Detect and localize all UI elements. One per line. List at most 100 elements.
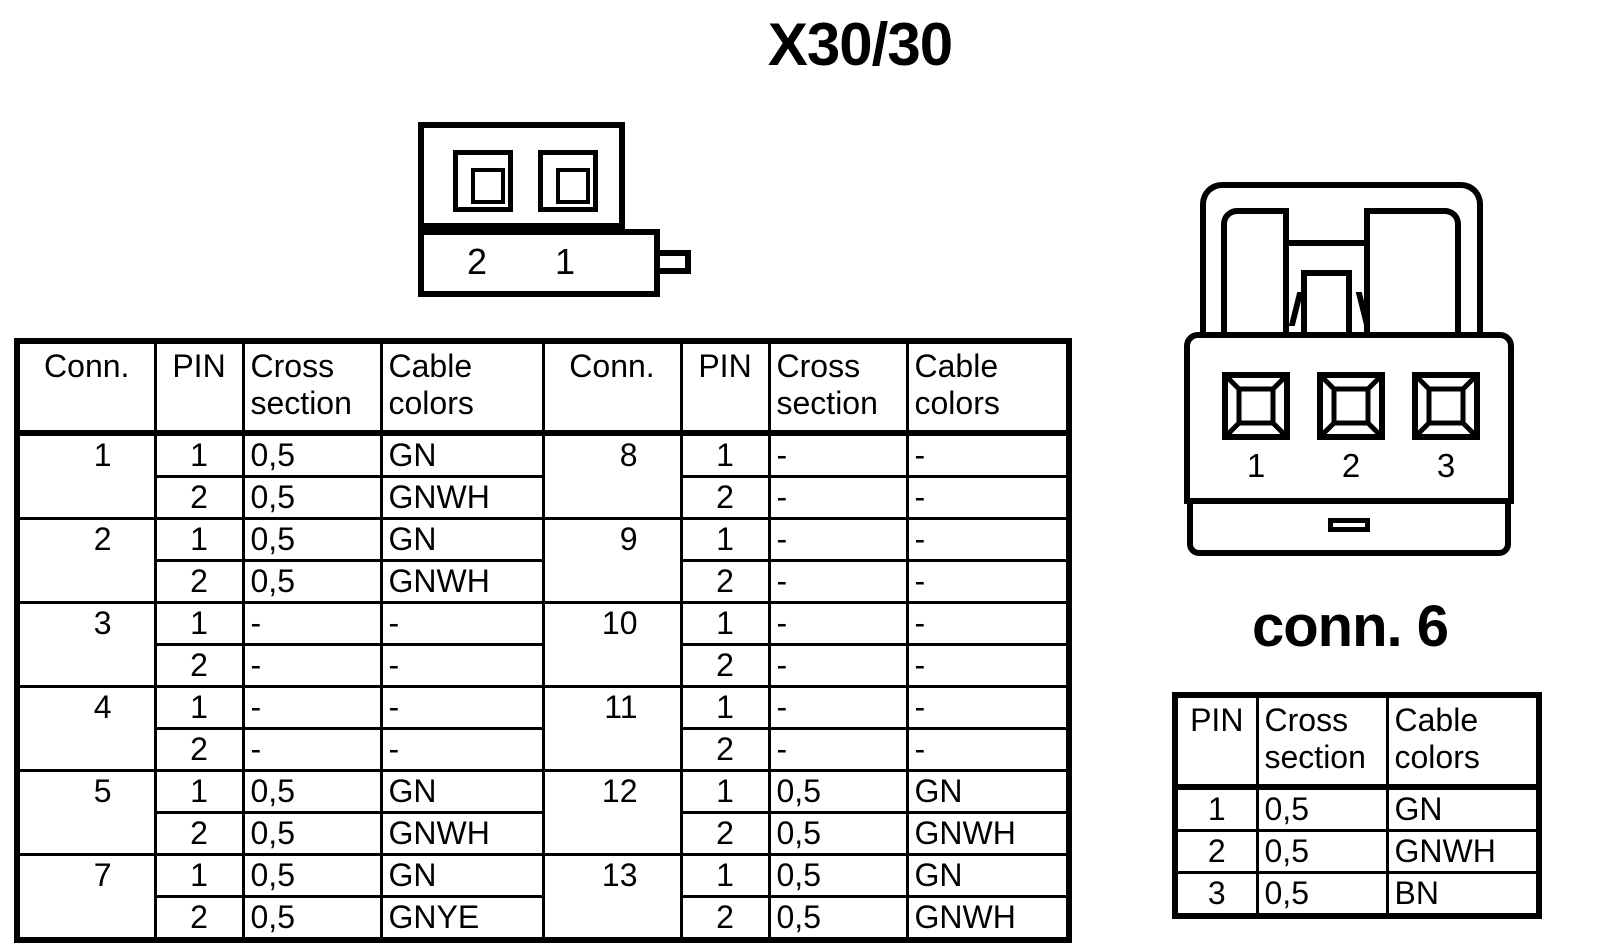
- wiring-table-header-row: Conn. PIN Cross section Cable colors Con…: [14, 338, 1072, 435]
- connector-6-table-header: PIN Cross section Cable colors: [1172, 692, 1542, 789]
- cell-cross-section: 0,5: [241, 475, 383, 520]
- cell-cross-section: 0,5: [241, 517, 383, 562]
- cell-cross-section: 0,5: [241, 895, 383, 943]
- cell-pin: 2: [679, 727, 771, 772]
- cell-cross-section: -: [767, 559, 909, 604]
- connector-2pin-upper-housing: [418, 122, 625, 229]
- cell-conn: 3: [14, 601, 157, 688]
- header-pin-left: PIN: [153, 338, 245, 435]
- cell-pin: 2: [679, 475, 771, 520]
- connector-6-table-header-row: PIN Cross section Cable colors: [1172, 692, 1542, 789]
- cell-cable-colors: GNWH: [905, 895, 1072, 943]
- cell-pin: 2: [153, 559, 245, 604]
- cell-cable-colors: -: [905, 727, 1072, 772]
- connector-3pin-diagram: 1 2 3: [1184, 182, 1514, 557]
- cell-pin: 1: [153, 517, 245, 562]
- cell-cable-colors: GN: [379, 430, 545, 478]
- connector-2pin-cavity-1-inner: [556, 168, 590, 204]
- connector-2pin-cavity-2-inner: [471, 168, 505, 204]
- cell-cross-section: -: [767, 517, 909, 562]
- connector-3pin-label-2: 2: [1341, 447, 1361, 484]
- table-row: 2--2--: [17, 643, 1072, 688]
- connector-2pin-lower-housing: [418, 229, 660, 297]
- cell-cable-colors: GN: [1385, 784, 1542, 832]
- header-cross-left: Cross section: [241, 338, 383, 435]
- cell-pin: 2: [679, 811, 771, 856]
- cell-cable-colors: BN: [1385, 871, 1542, 919]
- cell-cable-colors: GNWH: [379, 475, 545, 520]
- header-cross-right-line1: Cross: [776, 348, 861, 384]
- table-row: 2--2--: [17, 727, 1072, 772]
- connector-3pin-latch-nub: [1301, 270, 1352, 338]
- cell-cable-colors: -: [379, 643, 545, 688]
- connector-3pin-latch-bar: [1283, 240, 1370, 246]
- cell-cross-section: -: [767, 430, 909, 478]
- cell-cross-section: 0,5: [1255, 871, 1389, 919]
- cell-conn: 9: [541, 517, 683, 604]
- c6-header-cross-line2: section: [1264, 739, 1366, 775]
- cell-pin: 1: [153, 430, 245, 478]
- connector-3pin-cavity-3: [1412, 372, 1480, 440]
- connector-2pin-diagram: 2 1: [418, 122, 703, 297]
- connector-3pin-cavity-1: [1222, 372, 1290, 440]
- cell-pin: 1: [679, 430, 771, 478]
- cell-conn: 10: [541, 601, 683, 688]
- cell-cross-section: 0,5: [767, 895, 909, 943]
- cell-pin: 1: [679, 517, 771, 562]
- cell-pin: 1: [679, 685, 771, 730]
- cell-cable-colors: GNWH: [1385, 829, 1542, 874]
- cell-cable-colors: -: [905, 559, 1072, 604]
- cell-pin: 1: [679, 769, 771, 814]
- cell-cable-colors: -: [905, 475, 1072, 520]
- cell-conn: 8: [541, 430, 683, 520]
- cell-cable-colors: GN: [379, 769, 545, 814]
- c6-header-cable-line1: Cable: [1394, 702, 1479, 738]
- cell-cable-colors: -: [905, 685, 1072, 730]
- connector-3pin-foot-slot: [1328, 518, 1370, 532]
- header-cable-right-line1: Cable: [914, 348, 999, 384]
- cell-cross-section: 0,5: [241, 853, 383, 898]
- cell-cross-section: 0,5: [1255, 784, 1389, 832]
- cell-pin: 1: [153, 853, 245, 898]
- cell-cross-section: -: [767, 685, 909, 730]
- cell-pin: 2: [679, 559, 771, 604]
- cell-cable-colors: -: [905, 430, 1072, 478]
- c6-header-cable: Cable colors: [1385, 692, 1542, 789]
- cell-cable-colors: GNWH: [379, 811, 545, 856]
- header-cable-left: Cable colors: [379, 338, 545, 435]
- cell-cross-section: 0,5: [767, 811, 909, 856]
- cell-cross-section: -: [241, 601, 383, 646]
- cell-cable-colors: GNWH: [379, 559, 545, 604]
- header-conn-right: Conn.: [541, 338, 683, 435]
- cell-cable-colors: GN: [379, 517, 545, 562]
- header-cable-right-line2: colors: [914, 385, 1000, 421]
- connector-3pin-cavity-2: [1317, 372, 1385, 440]
- cell-cross-section: -: [241, 685, 383, 730]
- cell-conn: 13: [541, 853, 683, 943]
- cell-pin: 1: [679, 853, 771, 898]
- cell-cross-section: 0,5: [767, 769, 909, 814]
- header-cable-left-line2: colors: [388, 385, 474, 421]
- header-cable-left-line1: Cable: [388, 348, 473, 384]
- connector-3pin-label-1: 1: [1246, 447, 1266, 484]
- cell-cross-section: 0,5: [767, 853, 909, 898]
- connector-2pin-label-1: 1: [554, 241, 576, 282]
- cell-cable-colors: -: [905, 517, 1072, 562]
- cell-cable-colors: -: [379, 601, 545, 646]
- cell-pin: 2: [153, 727, 245, 772]
- cell-cross-section: -: [767, 601, 909, 646]
- cell-pin: 1: [153, 601, 245, 646]
- cell-cross-section: -: [241, 643, 383, 688]
- connector-2pin-latch-tab: [660, 250, 691, 274]
- header-cross-right: Cross section: [767, 338, 909, 435]
- cell-cross-section: 0,5: [1255, 829, 1389, 874]
